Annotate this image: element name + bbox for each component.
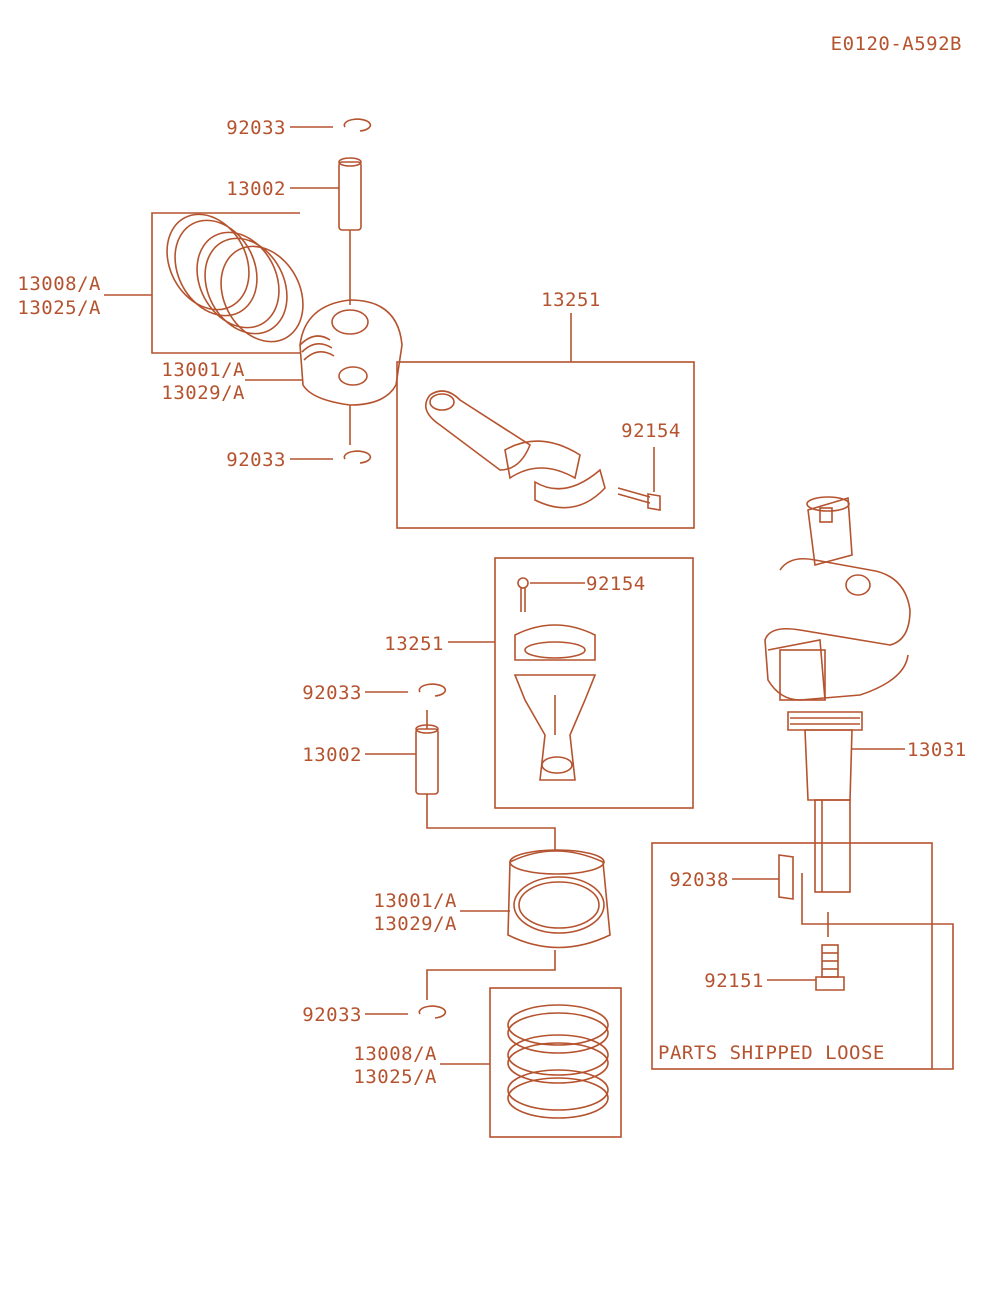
- label-92033-top-lower: 92033: [226, 449, 286, 471]
- label-92033-bot: 92033: [302, 1004, 362, 1026]
- label-13025a-top: 13025/A: [17, 297, 101, 319]
- top-piston: [245, 299, 403, 445]
- label-13031: 13031: [907, 739, 967, 761]
- label-92151: 92151: [704, 970, 764, 992]
- label-13008a-bot: 13008/A: [353, 1043, 437, 1065]
- bot-piston: [426, 849, 611, 1000]
- bot-circlip: [365, 1005, 447, 1019]
- label-13029a-top: 13029/A: [161, 382, 245, 404]
- bot-piston-rings: [440, 987, 622, 1138]
- label-92038: 92038: [669, 869, 729, 891]
- label-92154-mid: 92154: [586, 573, 646, 595]
- label-13001a-top: 13001/A: [161, 359, 245, 381]
- label-13251-mid: 13251: [384, 633, 444, 655]
- loose-parts-box: [651, 842, 954, 1070]
- label-92033-mid: 92033: [302, 682, 362, 704]
- label-92154-top: 92154: [621, 420, 681, 442]
- top-circlip-upper: [290, 118, 372, 132]
- label-13029a-bot: 13029/A: [373, 913, 457, 935]
- bolt-part: [767, 944, 845, 991]
- top-piston-pin: [290, 157, 362, 305]
- top-piston-rings: [104, 212, 304, 354]
- label-13002-mid: 13002: [302, 744, 362, 766]
- key-part: [732, 854, 794, 900]
- mid-piston-pin: [365, 710, 556, 850]
- top-circlip-lower: [290, 450, 372, 464]
- crankshaft: [764, 496, 911, 893]
- mid-conrod-assembly: [448, 557, 694, 809]
- label-13002-top: 13002: [226, 178, 286, 200]
- label-92033-top-upper: 92033: [226, 117, 286, 139]
- diagram-code: E0120-A592B: [831, 33, 962, 55]
- mid-circlip-upper: [365, 683, 447, 697]
- top-conrod-assembly: [396, 313, 695, 529]
- loose-parts-note: PARTS SHIPPED LOOSE: [658, 1042, 885, 1064]
- label-13008a-top: 13008/A: [17, 273, 101, 295]
- label-13025a-bot: 13025/A: [353, 1066, 437, 1088]
- label-13001a-bot: 13001/A: [373, 890, 457, 912]
- label-13251-top: 13251: [541, 289, 601, 311]
